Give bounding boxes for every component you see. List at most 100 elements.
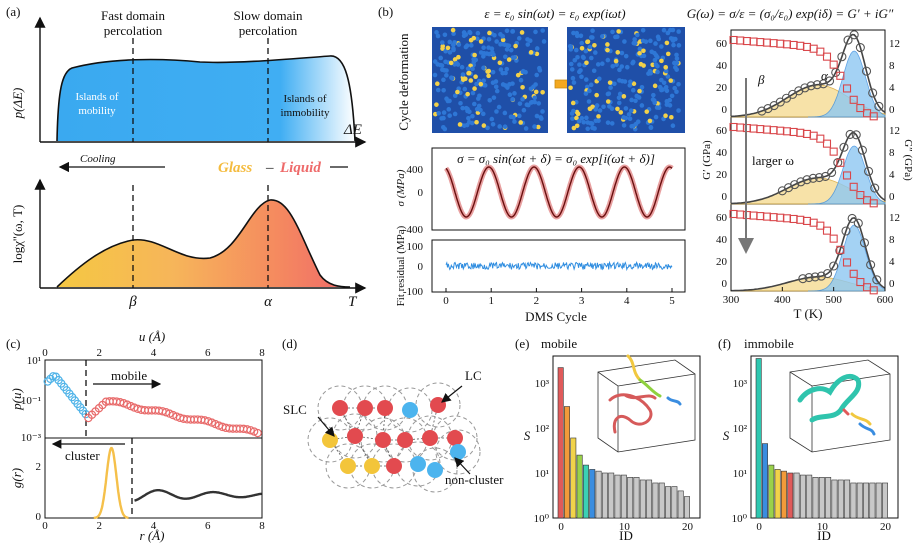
storage-modulus-point — [822, 139, 832, 148]
particle — [451, 31, 456, 37]
loss-modulus-point — [804, 273, 814, 283]
particle — [510, 97, 515, 102]
r-tick-label: 4 — [151, 520, 157, 532]
e-bar — [608, 472, 615, 519]
particle — [574, 115, 579, 121]
Gp-tick-label: 40 — [716, 60, 728, 72]
lc-atom — [357, 400, 373, 416]
lc-atom — [377, 400, 393, 416]
f-bar — [806, 474, 813, 519]
particle — [663, 65, 669, 70]
particle — [585, 39, 591, 44]
particle — [665, 51, 671, 57]
particle — [586, 99, 592, 104]
particle — [490, 50, 495, 55]
particle — [502, 124, 508, 130]
dms-tick-label: 1 — [488, 295, 494, 307]
particle — [644, 109, 650, 114]
particle — [638, 61, 644, 67]
storage-modulus-point — [849, 95, 858, 104]
storage-modulus-point — [842, 171, 852, 180]
particle — [575, 54, 580, 60]
particle — [621, 123, 627, 128]
particle — [665, 30, 671, 36]
loss-modulus-point — [790, 180, 800, 190]
e-y-tick-label: 10² — [535, 423, 550, 435]
particle — [536, 101, 542, 106]
particle — [623, 53, 629, 59]
u-tick-label: 2 — [97, 347, 103, 359]
a-slow-label-2: percolation — [239, 23, 298, 38]
panel-b: (b) ε = ε₀ sin(ωt) = ε₀ exp(iωt) Cycle d… — [378, 4, 914, 324]
loss-modulus-point — [851, 130, 861, 140]
Gp-tick-label: 60 — [716, 38, 728, 50]
storage-modulus-point — [762, 212, 771, 221]
particle — [635, 32, 640, 38]
storage-modulus-point — [869, 199, 878, 208]
e-bar — [646, 479, 653, 519]
Gpp-tick-label: 12 — [889, 212, 900, 224]
particle — [596, 118, 601, 124]
particle — [521, 107, 527, 113]
particle — [641, 48, 646, 54]
storage-modulus-point — [809, 131, 818, 140]
loss-modulus-point — [841, 226, 851, 236]
particle — [512, 119, 517, 124]
particle — [472, 52, 477, 58]
particle — [464, 43, 470, 48]
e-bar — [639, 479, 646, 519]
particle — [520, 96, 525, 102]
storage-modulus-point — [776, 213, 785, 222]
panel-d: (d) LC SLC non-cluster — [282, 336, 504, 493]
particle — [493, 84, 499, 90]
storage-modulus-point — [736, 36, 745, 45]
particle — [497, 60, 503, 66]
particle — [457, 122, 463, 127]
loss-modulus-point — [837, 52, 847, 62]
lc-atom — [447, 430, 463, 446]
particle — [610, 29, 615, 35]
particle — [567, 43, 573, 49]
b-T-xlabel: T (K) — [793, 306, 822, 321]
particle — [622, 39, 627, 44]
loss-modulus-point — [870, 183, 880, 193]
d-noncluster-arrow — [454, 457, 471, 475]
particle — [478, 81, 484, 87]
b-modulus-equation: G(ω) = σ/ε = (σ₀/ε₀) exp(iδ) = G′ + iG″ — [687, 6, 894, 21]
particle — [590, 28, 595, 34]
particle — [664, 88, 670, 94]
c-cluster-label: cluster — [65, 448, 100, 463]
particle — [653, 41, 658, 46]
particle — [540, 89, 545, 95]
pu-point-cluster — [46, 374, 55, 384]
particle — [591, 68, 597, 74]
r-tick-label: 2 — [97, 520, 103, 532]
particle — [674, 67, 680, 72]
f-bar — [844, 479, 851, 519]
particle — [465, 108, 470, 114]
T-tick-label: 600 — [877, 294, 894, 306]
panel-c-label: (c) — [6, 336, 20, 351]
particle — [568, 61, 574, 67]
particle — [601, 104, 606, 110]
particle — [444, 68, 449, 73]
c-pu-tick-top: 10¹ — [27, 355, 41, 367]
particle — [534, 113, 540, 119]
particle — [669, 93, 675, 99]
particle — [537, 68, 543, 73]
particle — [593, 107, 599, 112]
slc-atom — [364, 458, 380, 474]
storage-modulus-point — [782, 214, 792, 223]
loss-modulus-point — [855, 42, 865, 53]
particle — [490, 69, 496, 75]
particle — [436, 111, 442, 116]
particle — [631, 81, 637, 87]
loss-modulus-point — [800, 83, 810, 93]
particle — [486, 68, 492, 74]
particle — [507, 92, 513, 97]
Gp-tick-label: 0 — [722, 191, 728, 203]
c-u-label: u (Å) — [139, 329, 165, 344]
e-title: mobile — [541, 336, 577, 351]
loss-modulus-point — [808, 173, 818, 183]
